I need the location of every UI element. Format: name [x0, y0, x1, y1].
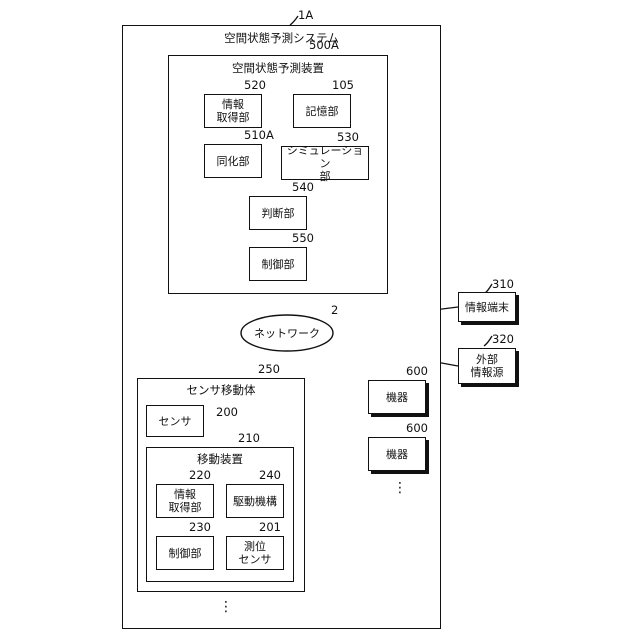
sensor-body-ellipsis: ⋮	[219, 604, 227, 610]
moving-device-ref: 210	[238, 431, 260, 445]
sensor-block: センサ	[146, 405, 204, 437]
external-source-ref: 320	[492, 332, 514, 346]
moving-control-block: 制御部	[156, 536, 214, 570]
equipment-ref-2: 600	[406, 421, 428, 435]
positioning-sensor-block: 測位 センサ	[226, 536, 284, 570]
positioning-sensor-ref: 201	[259, 520, 281, 534]
drive-mechanism-block: 駆動機構	[226, 484, 284, 518]
info-terminal-block: 情報端末	[458, 292, 516, 322]
external-source-block: 外部 情報源	[458, 348, 516, 384]
network-label: ネットワーク	[241, 325, 333, 341]
sensor-body-title: センサ移動体	[138, 382, 304, 398]
equipment-block-2: 機器	[368, 437, 426, 471]
network-ref: 2	[331, 303, 338, 317]
sensor-ref: 200	[216, 405, 238, 419]
sensor-body-ref: 250	[258, 362, 280, 376]
moving-info-acquisition-block: 情報 取得部	[156, 484, 214, 518]
equipment-block-1: 機器	[368, 380, 426, 414]
moving-control-ref: 230	[189, 520, 211, 534]
moving-info-acquisition-ref: 220	[189, 468, 211, 482]
equipment-ellipsis: ⋮	[393, 485, 401, 491]
moving-device-title: 移動装置	[147, 451, 293, 467]
info-terminal-ref: 310	[492, 277, 514, 291]
equipment-ref-1: 600	[406, 364, 428, 378]
drive-mechanism-ref: 240	[259, 468, 281, 482]
